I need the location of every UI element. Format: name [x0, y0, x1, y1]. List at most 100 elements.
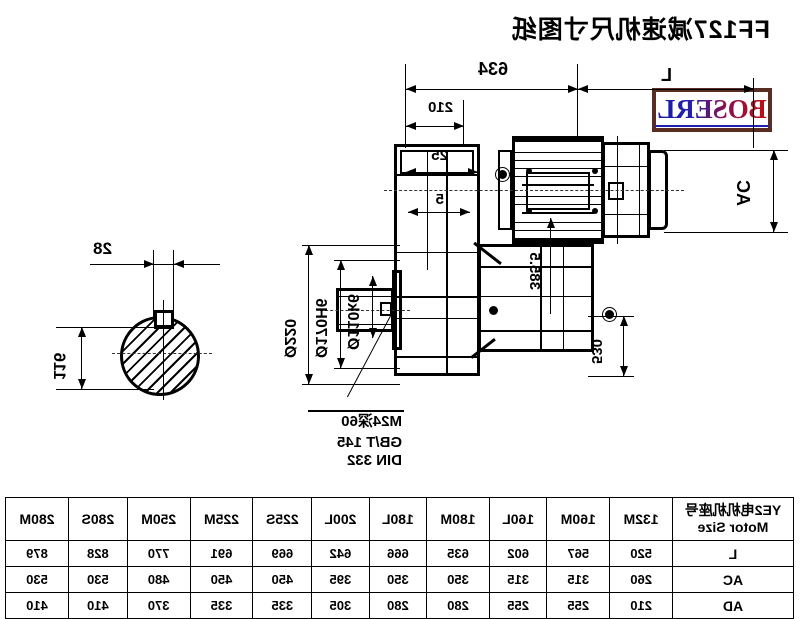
gearbox-bolt-ring	[495, 167, 510, 182]
table-row-label: AC	[672, 566, 794, 593]
thread-note-line-3: DIN 332	[346, 452, 402, 469]
adapter-line	[478, 330, 594, 332]
motor-fin-line	[514, 222, 602, 223]
arrow-28-left	[174, 260, 184, 268]
motor-bolt	[592, 208, 598, 214]
arrow-210-right	[406, 122, 416, 130]
arrow-L-right	[578, 85, 588, 93]
motor-fin-line	[514, 160, 602, 161]
adapter-rib	[563, 244, 564, 352]
arrow-L-left	[744, 85, 754, 93]
table-cell: 210	[609, 592, 673, 619]
table-cell: 602	[489, 540, 547, 567]
arrow-210-left	[454, 122, 464, 130]
gearbox-split-line	[394, 356, 480, 358]
table-column-header: 225M	[190, 497, 253, 541]
arrow-116-top	[78, 327, 86, 337]
gearbox-split-line	[394, 318, 480, 319]
arrow-110-bottom	[369, 328, 377, 338]
dim-label-AC: AC	[733, 180, 753, 206]
arrow-530-bottom	[620, 366, 628, 376]
table-cell: 315	[546, 566, 610, 593]
table-cell: 480	[127, 566, 191, 593]
ext-line-AC-bottom	[664, 232, 788, 233]
arrow-116-bottom	[78, 379, 86, 389]
arrow-25-left	[468, 168, 478, 176]
dim-label-116: 116	[50, 352, 69, 380]
motor-bolt	[526, 168, 532, 174]
dim-label-28: 28	[93, 239, 112, 258]
table-cell: 666	[369, 540, 427, 567]
table-cell: 669	[252, 540, 312, 567]
ext-line-220-bottom	[302, 384, 400, 385]
table-column-header: 180M	[426, 497, 490, 541]
arrow-110-top	[369, 276, 377, 286]
arrow-634-left	[568, 85, 578, 93]
motor-bolt	[592, 168, 598, 174]
ext-line-220-top	[302, 245, 400, 246]
table-cell: 530	[5, 566, 69, 593]
arrow-220-bottom	[305, 374, 313, 384]
ext-line-170-bottom	[334, 368, 400, 369]
dim-label-bore220: Ø220	[281, 318, 298, 358]
table-column-header: 225S	[252, 497, 312, 541]
table-cell: 530	[68, 566, 128, 593]
table-cell: 335	[190, 592, 253, 619]
table-header-label-en: Motor Size	[697, 519, 769, 535]
thread-note-line-2: GB/T 145	[336, 434, 402, 451]
center-line-shaft	[320, 310, 410, 311]
table-cell: 691	[190, 540, 253, 567]
table-cell: 280	[426, 592, 490, 619]
side-center-line-h	[112, 353, 212, 354]
dim-label-L: L	[661, 65, 672, 85]
dim-label-5: 5	[435, 191, 444, 208]
dim-label-530: 530	[588, 338, 605, 364]
dim-line-634	[406, 89, 578, 90]
table-cell: 410	[68, 592, 128, 619]
table-cell: 828	[68, 540, 128, 567]
dim-line-AC	[773, 150, 774, 232]
table-cell: 567	[546, 540, 610, 567]
table-cell: 770	[127, 540, 191, 567]
gearbox-split-line	[394, 252, 480, 253]
table-cell: 350	[426, 566, 490, 593]
arrow-5-right	[408, 208, 418, 216]
table-cell: 255	[489, 592, 547, 619]
dim-line-L	[578, 89, 754, 90]
dim-label-210: 210	[427, 99, 453, 116]
table-column-header: 132M	[609, 497, 673, 541]
motor-junction	[608, 182, 624, 200]
gearbox-housing	[394, 144, 480, 376]
motor-cap-line	[604, 214, 648, 215]
ext-line-530-bottom	[588, 376, 634, 377]
side-center-line-v	[163, 300, 164, 400]
motor-core	[526, 172, 590, 210]
table-column-header: 280S	[68, 497, 128, 541]
table-cell: 350	[369, 566, 427, 593]
table-cell: 520	[609, 540, 673, 567]
table-cell: 635	[426, 540, 490, 567]
keyway-floor	[154, 326, 174, 329]
table-cell: 642	[311, 540, 370, 567]
table-cell: 410	[5, 592, 69, 619]
table-cell: 260	[609, 566, 673, 593]
table-cell: 315	[489, 566, 547, 593]
page-title: FF127减速机尺寸图纸	[510, 16, 770, 44]
dim-label-bore170: Ø170H6	[312, 298, 329, 358]
thread-note-line-1: M24深60	[341, 413, 402, 430]
table-cell: 305	[311, 592, 370, 619]
arrow-220-top	[305, 245, 313, 255]
table-row-label: AD	[672, 592, 794, 619]
ext-line-116-bottom	[56, 389, 154, 390]
table-column-header: 200L	[311, 497, 370, 541]
dim-line-bore220	[308, 245, 309, 384]
motor-fin-top	[512, 136, 604, 142]
motor-bolt	[526, 208, 532, 214]
arrow-25-right	[406, 168, 416, 176]
dim-label-385: 385.5	[526, 252, 543, 290]
